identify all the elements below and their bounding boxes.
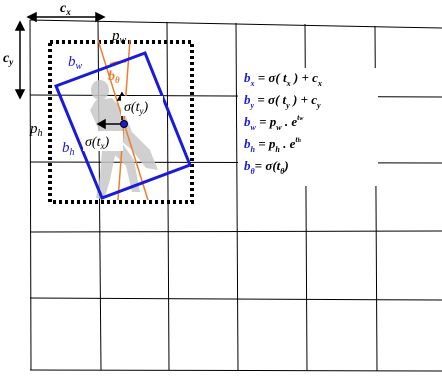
anchor-box bbox=[48, 40, 194, 204]
btheta-label: bθ bbox=[108, 69, 120, 85]
ph-label: ph bbox=[29, 121, 43, 139]
center-point bbox=[120, 120, 128, 128]
grid-line-h3 bbox=[29, 230, 442, 233]
formula-bw: bw = pw . etw bbox=[244, 113, 304, 132]
predicted-bbox bbox=[54, 51, 192, 200]
cx-arrow bbox=[26, 11, 106, 23]
cx-label: cx bbox=[60, 1, 71, 17]
formula-panel: bx = σ( tx ) + cx by = σ( ty ) + cy bw =… bbox=[238, 68, 378, 186]
cy-arrow bbox=[14, 20, 26, 100]
formula-by: by = σ( ty ) + cy bbox=[244, 92, 321, 110]
formula-bx: bx = σ( tx ) + cx bbox=[244, 70, 322, 88]
sigma-ty-label: σ(ty) bbox=[124, 100, 148, 116]
grid-line-h2 bbox=[29, 161, 442, 164]
bw-label: bw bbox=[68, 54, 83, 72]
grid-line-v2 bbox=[166, 21, 170, 371]
grid-line-v3 bbox=[235, 22, 239, 371]
sigma-tx-bg bbox=[83, 131, 123, 151]
grid-line-bottom bbox=[29, 369, 442, 372]
formula-bh: bh = ph . eth bbox=[244, 135, 301, 154]
cy-label: cy bbox=[3, 51, 14, 67]
grid-line-left bbox=[29, 19, 32, 371]
bh-label: bh bbox=[62, 140, 75, 158]
pw-label: pw bbox=[111, 28, 127, 46]
sigma-tx-label: σ(tx) bbox=[85, 135, 109, 151]
sigma-ty-bg bbox=[121, 96, 163, 116]
formula-btheta: bθ= σ(tθ) bbox=[244, 158, 289, 176]
grid-line-h4 bbox=[29, 297, 442, 301]
